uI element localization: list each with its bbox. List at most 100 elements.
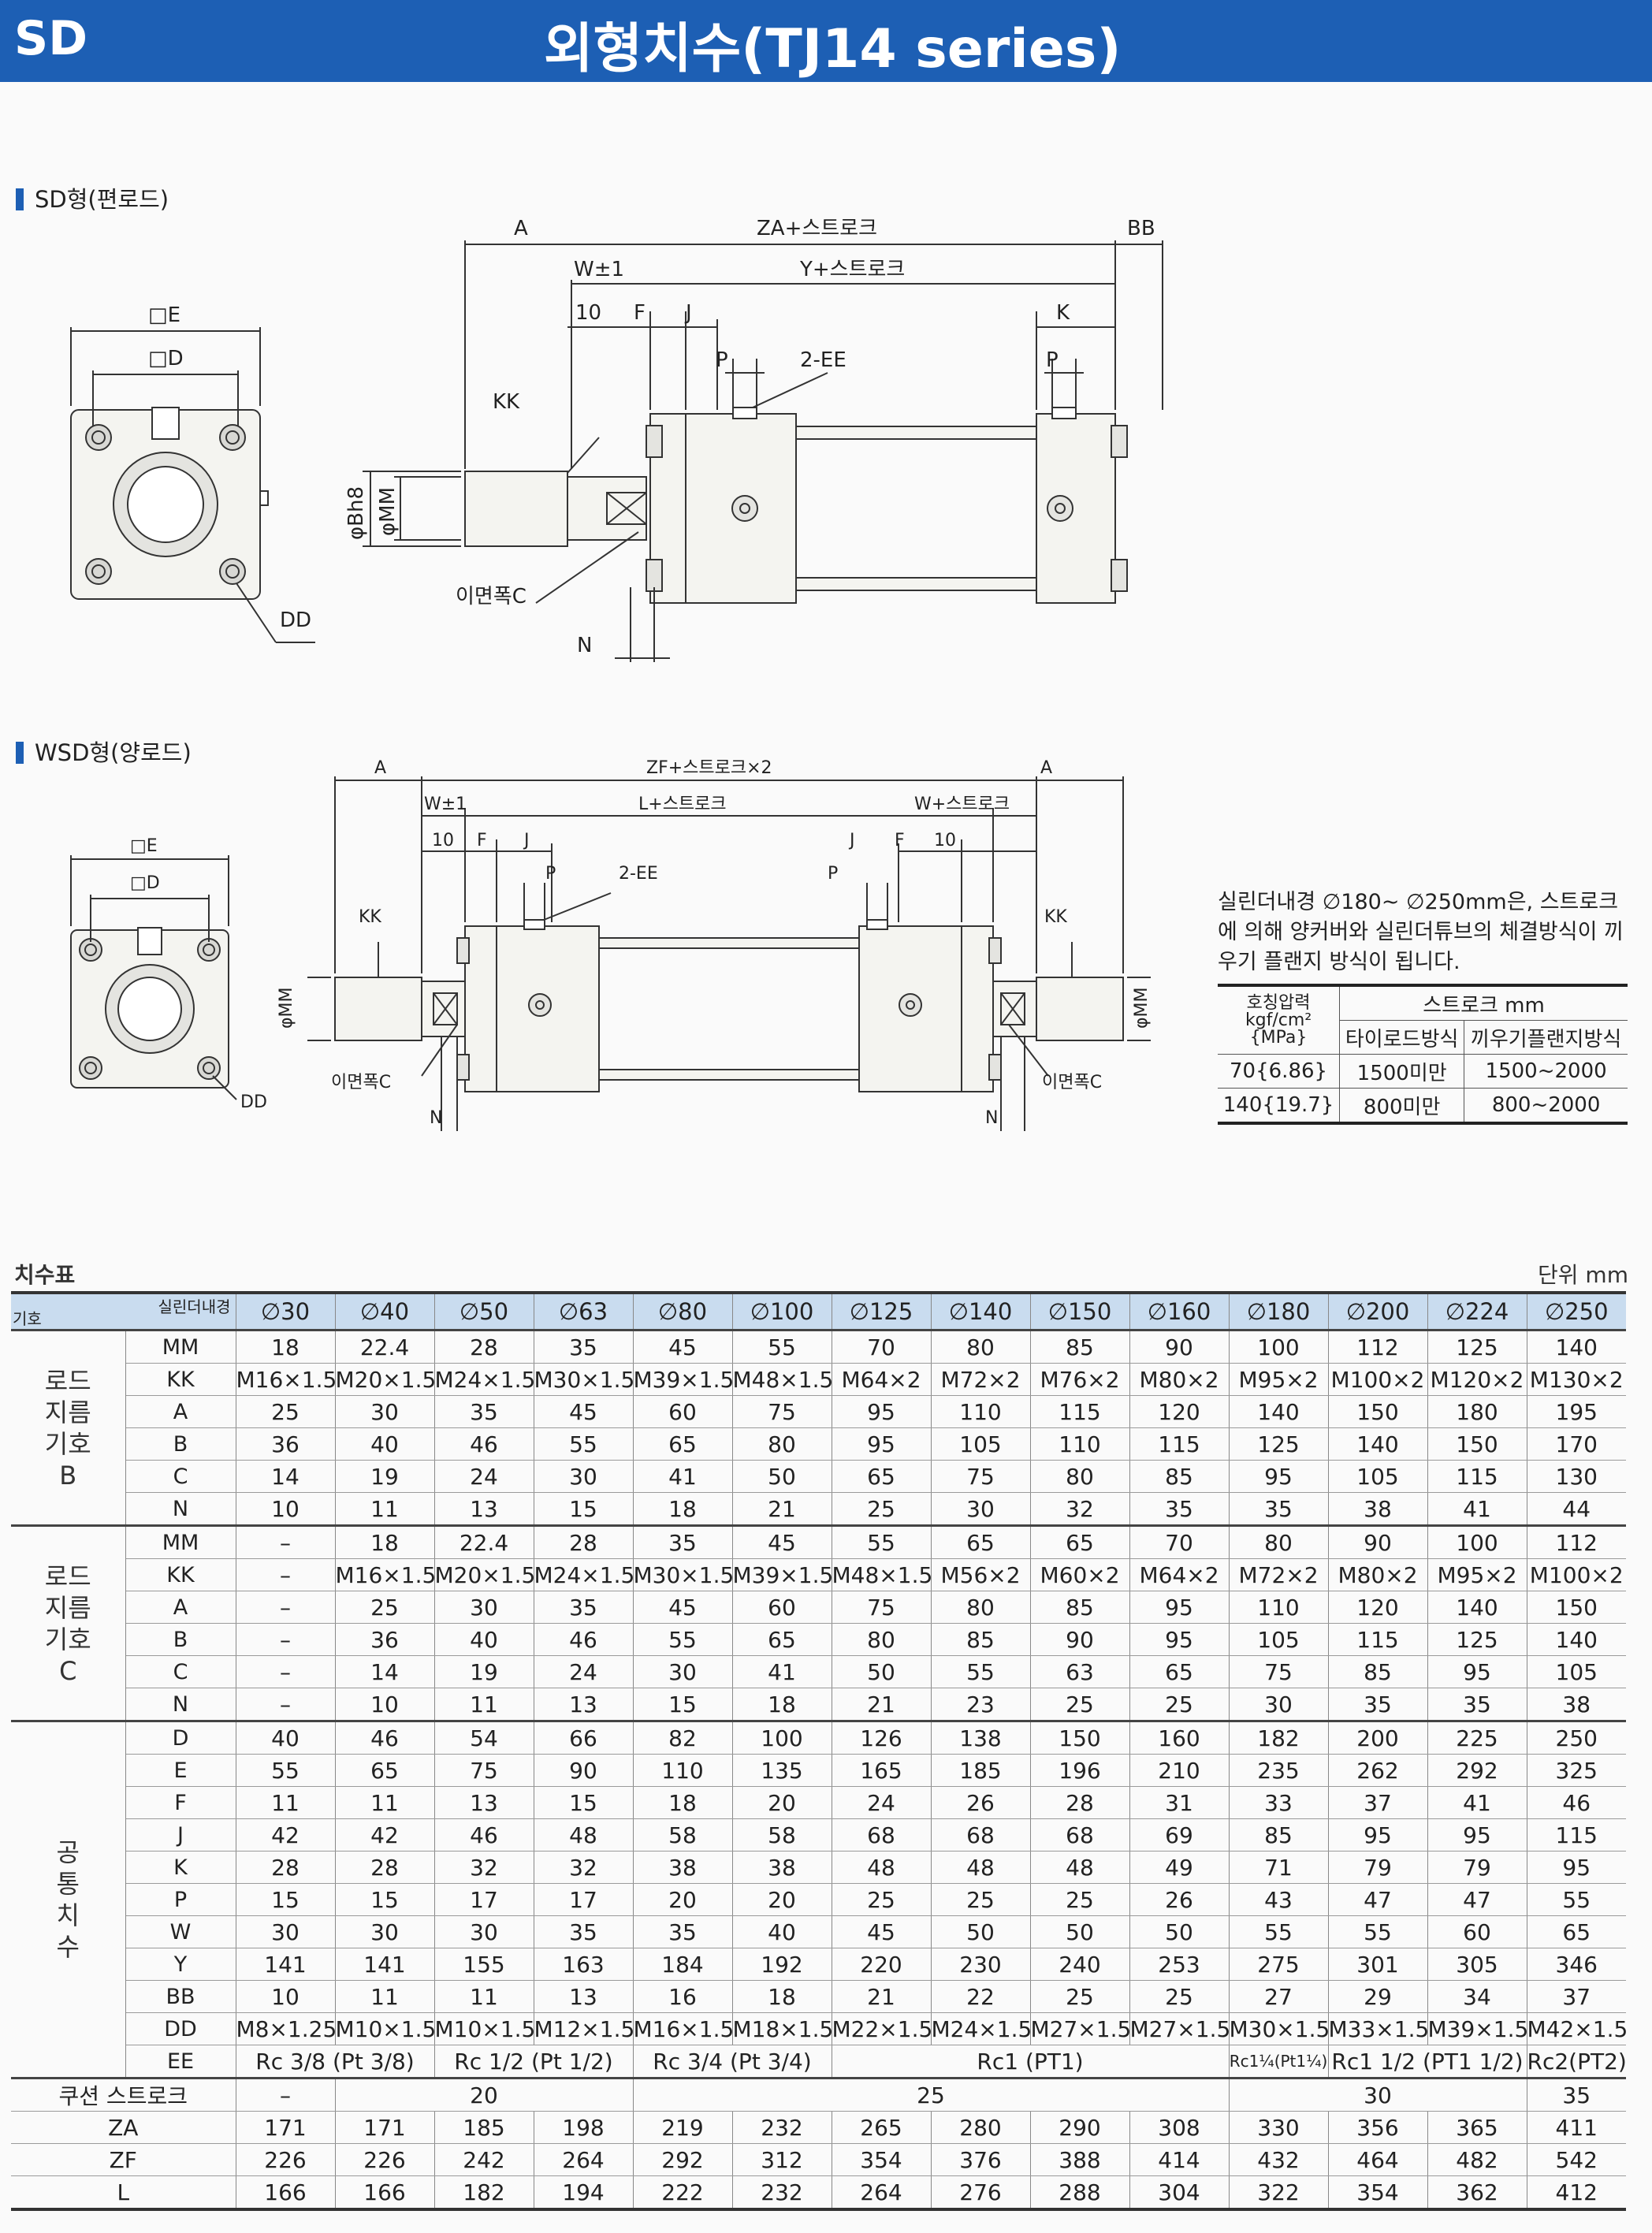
- wsd-dim-MM: φMM: [277, 988, 296, 1029]
- table-cell: 184: [633, 1948, 733, 1981]
- table-cell: 30: [236, 1915, 336, 1948]
- table-cell: 264: [534, 2143, 634, 2176]
- table-cell: M33×1.5: [1328, 2012, 1428, 2045]
- table-cell: 354: [1328, 2175, 1428, 2211]
- ee-cell: Rc1¼(Pt1¼): [1229, 2045, 1329, 2079]
- table-cell: 13: [534, 1688, 634, 1721]
- table-cell: 226: [335, 2143, 435, 2176]
- wsd-dim-L: L+스트로크: [638, 795, 727, 814]
- table-cell: 48: [832, 1851, 932, 1884]
- table-cell: 304: [1129, 2175, 1230, 2211]
- table-cell: 11: [434, 1980, 534, 2013]
- table-cell: 220: [832, 1948, 932, 1981]
- dim-P2: P: [1046, 348, 1059, 372]
- ee-cell: Rc1 (PT1): [832, 2045, 1230, 2079]
- table-cell: 13: [434, 1492, 534, 1526]
- table-cell: M120×2: [1427, 1363, 1527, 1396]
- table-cell: 60: [633, 1395, 733, 1428]
- table-cell: 171: [236, 2111, 336, 2144]
- table-cell: 110: [931, 1395, 1031, 1428]
- table-cell: 163: [534, 1948, 634, 1981]
- table-cell: 70: [832, 1329, 932, 1364]
- table-cell: 290: [1030, 2111, 1130, 2144]
- table-cell: 105: [1527, 1655, 1626, 1688]
- table-cell: 115: [1030, 1395, 1130, 1428]
- table-cell: 150: [1030, 1720, 1130, 1755]
- table-cell: 43: [1229, 1883, 1329, 1916]
- table-cell: 185: [434, 2111, 534, 2144]
- table-cell: M130×2: [1527, 1363, 1626, 1396]
- table-cell: 160: [1129, 1720, 1230, 1755]
- table-cell: 15: [534, 1786, 634, 1819]
- wsd-dim-J: J: [523, 831, 530, 850]
- symbol-cell: N: [125, 1688, 236, 1721]
- symbol-cell: KK: [125, 1363, 236, 1396]
- table-cell: 432: [1229, 2143, 1329, 2176]
- table-cell: 95: [1427, 1655, 1527, 1688]
- ee-cell: Rc 1/2 (Pt 1/2): [434, 2045, 634, 2079]
- table-cell: 275: [1229, 1948, 1329, 1981]
- table-cell: 308: [1129, 2111, 1230, 2144]
- table-cell: 95: [1427, 1818, 1527, 1852]
- table-cell: 35: [1129, 1492, 1230, 1526]
- table-cell: 79: [1328, 1851, 1428, 1884]
- symbol-cell: C: [125, 1655, 236, 1688]
- symbol-cell: W: [125, 1915, 236, 1948]
- wsd-dim-E: □E: [130, 836, 158, 856]
- table-cell: 105: [931, 1427, 1031, 1461]
- table-cell: 35: [534, 1329, 634, 1364]
- table-cell: 55: [534, 1427, 634, 1461]
- table-cell: 362: [1427, 2175, 1527, 2211]
- table-cell: M24×1.5: [434, 1363, 534, 1396]
- table-cell: 542: [1527, 2143, 1626, 2176]
- bore-header: ∅63: [534, 1291, 634, 1331]
- table-cell: 11: [335, 1492, 435, 1526]
- table-cell: 75: [832, 1591, 932, 1624]
- table-cell: 19: [434, 1655, 534, 1688]
- table-cell: 55: [832, 1524, 932, 1559]
- table-cell: 31: [1129, 1786, 1230, 1819]
- table-cell: 194: [534, 2175, 634, 2211]
- table-cell: 55: [1527, 1883, 1626, 1916]
- table-cell: 25: [236, 1395, 336, 1428]
- table-cell: 38: [732, 1851, 832, 1884]
- table-cell: 140: [1527, 1329, 1626, 1364]
- table-cell: 65: [832, 1460, 932, 1493]
- table-cell: –: [236, 1558, 336, 1591]
- table-cell: 219: [633, 2111, 733, 2144]
- table-cell: 11: [335, 1980, 435, 2013]
- dim-MM: φMM: [376, 487, 400, 536]
- stroke-h-mpa: {MPa}: [1249, 1027, 1308, 1048]
- table-cell: 253: [1129, 1948, 1230, 1981]
- table-cell: 40: [434, 1623, 534, 1656]
- table-cell: 79: [1427, 1851, 1527, 1884]
- symbol-cell: K: [125, 1851, 236, 1884]
- table-cell: 55: [1328, 1915, 1428, 1948]
- table-cell: M16×1.5: [633, 2012, 733, 2045]
- dim-Y: Y+스트로크: [799, 258, 905, 281]
- table-cell: 35: [1427, 1688, 1527, 1721]
- table-cell: 27: [1229, 1980, 1329, 2013]
- table-cell: 95: [1229, 1460, 1329, 1493]
- table-cell: 95: [1129, 1591, 1230, 1624]
- dim-C: 이면폭C: [456, 585, 526, 608]
- stroke-cell: 140{19.7}: [1218, 1088, 1341, 1125]
- table-cell: 25: [1030, 1688, 1130, 1721]
- table-cell: 65: [732, 1623, 832, 1656]
- table-cell: 18: [633, 1786, 733, 1819]
- table-cell: 75: [1229, 1655, 1329, 1688]
- bore-header: ∅140: [931, 1291, 1031, 1331]
- table-cell: 195: [1527, 1395, 1626, 1428]
- table-cell: M60×2: [1030, 1558, 1130, 1591]
- table-cell: –: [236, 1655, 336, 1688]
- table-cell: 170: [1527, 1427, 1626, 1461]
- dim-EE: 2-EE: [800, 348, 846, 372]
- table-cell: 38: [633, 1851, 733, 1884]
- table-cell: 25: [1129, 1688, 1230, 1721]
- table-cell: 68: [931, 1818, 1031, 1852]
- table-cell: 192: [732, 1948, 832, 1981]
